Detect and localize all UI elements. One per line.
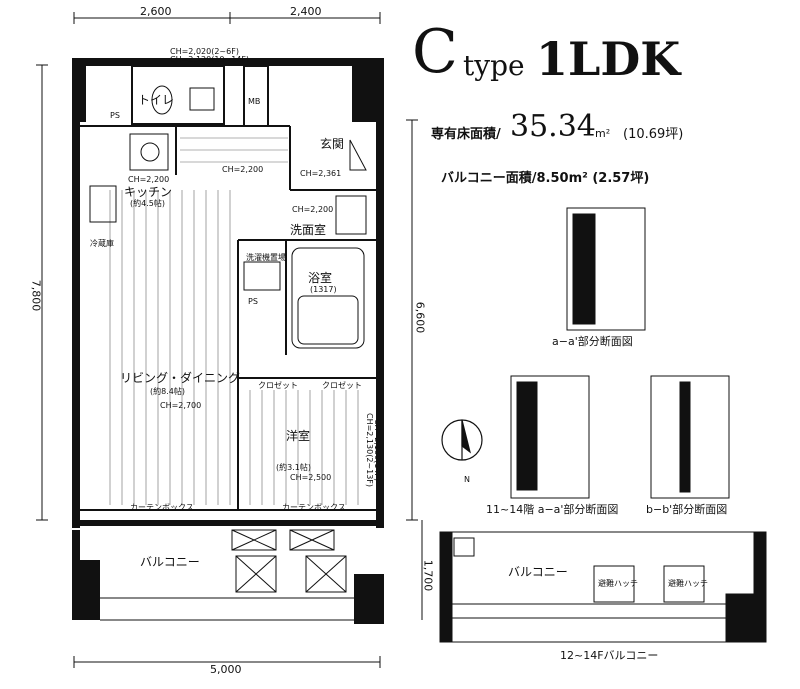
room-ps-1: PS xyxy=(110,111,120,120)
note-ch-kitchen: CH=2,200 xyxy=(128,175,170,184)
note-ch-side-a: CH=2,130(2~13F) xyxy=(365,412,375,488)
floor-area-value: 35.34 xyxy=(510,109,596,144)
room-closet-1: クロゼット xyxy=(258,381,298,390)
hatch-1: 避難ハッチ xyxy=(598,579,638,588)
note-curtain-2: カーテンボックス xyxy=(282,503,346,512)
room-youshitsu-size: (約3.1帖) xyxy=(276,463,311,472)
note-ch-side-b: CH=2,180(14F) xyxy=(373,418,383,482)
dim-top-left: 2,600 xyxy=(140,5,172,18)
room-bath-size: (1317) xyxy=(310,285,337,294)
note-fridge: 冷蔵庫 xyxy=(90,239,114,248)
room-youshitsu: 洋室 xyxy=(286,429,311,443)
balcony-1214-caption: 12~14Fバルコニー xyxy=(560,649,659,662)
section-aa-1114-caption: 11~14階 a−a'部分断面図 xyxy=(486,503,619,516)
layout-name: 1LDK xyxy=(536,32,681,86)
floor-area-tsubo: (10.69坪) xyxy=(623,127,684,142)
dim-left: 7,800 xyxy=(29,279,43,312)
section-bb-caption: b−b'部分断面図 xyxy=(646,503,728,516)
note-ch-genkan: CH=2,361 xyxy=(300,169,342,178)
section-aa-caption: a−a'部分断面図 xyxy=(552,335,633,348)
dim-right-balcony: 1,700 xyxy=(421,559,435,592)
hatch-2: 避難ハッチ xyxy=(668,579,708,588)
room-genkan: 玄関 xyxy=(320,137,345,151)
note-ch-living: CH=2,700 xyxy=(160,401,202,410)
balcony-area: バルコニー面積/8.50m² (2.57坪) xyxy=(441,171,650,186)
room-kitchen: キッチン xyxy=(124,185,173,199)
note-curtain-1: カーテンボックス xyxy=(130,503,194,512)
room-ps-2: PS xyxy=(248,297,258,306)
note-ch-top-a: CH=2,020(2~6F) xyxy=(170,47,239,56)
note-ch-hall: CH=2,200 xyxy=(222,165,264,174)
room-balcony: バルコニー xyxy=(140,555,200,569)
room-senmenjo: 洗面室 xyxy=(290,223,327,237)
room-living: リビング・ダイニング xyxy=(120,371,241,385)
room-bath: 浴室 xyxy=(308,271,333,285)
room-mb: MB xyxy=(248,97,261,106)
room-closet-2: クロゼット xyxy=(322,381,362,390)
note-washer: 洗濯機置場 xyxy=(246,253,286,262)
dim-top-right: 2,400 xyxy=(290,5,322,18)
balcony-1214-label: バルコニー xyxy=(508,565,568,579)
dim-bottom: 5,000 xyxy=(210,663,242,676)
dim-right: 6,600 xyxy=(413,301,427,334)
room-toilet: トイレ xyxy=(138,93,175,107)
note-ch-wash: CH=2,200 xyxy=(292,205,334,214)
type-word: type xyxy=(463,49,525,82)
compass-north: N xyxy=(464,475,470,484)
floor-area-label: 専有床面積/ xyxy=(431,127,501,142)
floor-area-unit: m² xyxy=(595,127,611,140)
room-kitchen-size: (約4.5帖) xyxy=(130,199,165,208)
note-ch-top-b: CH=2,120(10~14F) xyxy=(170,55,250,64)
room-living-size: (約8.4帖) xyxy=(150,387,185,396)
note-ch-youshitsu: CH=2,500 xyxy=(290,473,332,482)
type-letter: C xyxy=(412,17,458,87)
